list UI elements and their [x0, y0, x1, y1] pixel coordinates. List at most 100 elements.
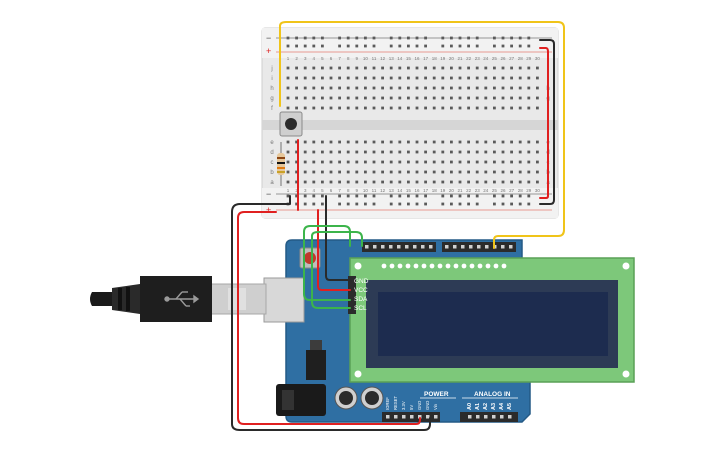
rail-hole[interactable]	[450, 202, 453, 206]
breadboard-hole[interactable]	[381, 160, 384, 164]
breadboard-hole[interactable]	[329, 180, 333, 184]
breadboard-hole[interactable]	[381, 180, 384, 184]
header-pin[interactable]	[410, 415, 414, 419]
breadboard-hole[interactable]	[389, 86, 393, 90]
rail-hole[interactable]	[467, 194, 470, 198]
breadboard-hole[interactable]	[389, 150, 393, 154]
breadboard-hole[interactable]	[493, 150, 496, 154]
breadboard-hole[interactable]	[493, 96, 496, 100]
breadboard-hole[interactable]	[346, 66, 350, 70]
header-pin[interactable]	[405, 245, 409, 249]
breadboard-hole[interactable]	[518, 160, 522, 164]
breadboard-hole[interactable]	[432, 96, 436, 100]
breadboard-hole[interactable]	[510, 66, 513, 70]
breadboard-hole[interactable]	[398, 106, 402, 110]
rail-hole[interactable]	[493, 194, 496, 198]
breadboard-hole[interactable]	[450, 106, 453, 110]
rail-hole[interactable]	[501, 44, 505, 48]
rail-hole[interactable]	[355, 202, 359, 206]
rail-hole[interactable]	[389, 44, 393, 48]
breadboard-hole[interactable]	[398, 86, 402, 90]
breadboard-hole[interactable]	[355, 140, 359, 144]
rail-hole[interactable]	[510, 44, 513, 48]
breadboard-hole[interactable]	[389, 96, 393, 100]
rail-hole[interactable]	[510, 202, 513, 206]
breadboard-hole[interactable]	[389, 66, 393, 70]
rail-hole[interactable]	[338, 202, 341, 206]
breadboard-hole[interactable]	[424, 160, 427, 164]
breadboard-hole[interactable]	[398, 150, 402, 154]
breadboard-hole[interactable]	[415, 86, 419, 90]
breadboard-hole[interactable]	[458, 170, 462, 174]
breadboard-hole[interactable]	[372, 96, 376, 100]
breadboard-hole[interactable]	[467, 150, 470, 154]
rail-hole[interactable]	[346, 44, 350, 48]
breadboard-hole[interactable]	[295, 86, 298, 90]
breadboard-hole[interactable]	[389, 160, 393, 164]
breadboard-hole[interactable]	[407, 160, 410, 164]
header-pin[interactable]	[418, 415, 422, 419]
breadboard-hole[interactable]	[398, 170, 402, 174]
breadboard-hole[interactable]	[458, 106, 462, 110]
rail-hole[interactable]	[312, 202, 316, 206]
breadboard-hole[interactable]	[381, 66, 384, 70]
breadboard-hole[interactable]	[329, 160, 333, 164]
breadboard-hole[interactable]	[381, 106, 384, 110]
wire-black-rail-right[interactable]	[539, 39, 555, 205]
breadboard-hole[interactable]	[484, 170, 488, 174]
breadboard-hole[interactable]	[415, 160, 419, 164]
rail-hole[interactable]	[372, 202, 376, 206]
breadboard-hole[interactable]	[407, 150, 410, 154]
breadboard-hole[interactable]	[407, 66, 410, 70]
header-pin[interactable]	[476, 415, 480, 419]
breadboard-hole[interactable]	[536, 180, 539, 184]
wire-black-gnd[interactable]	[231, 195, 431, 431]
breadboard-hole[interactable]	[484, 96, 488, 100]
breadboard-hole[interactable]	[338, 66, 341, 70]
breadboard-hole[interactable]	[389, 76, 393, 80]
breadboard-hole[interactable]	[501, 140, 505, 144]
breadboard-hole[interactable]	[381, 96, 384, 100]
breadboard-hole[interactable]	[407, 140, 410, 144]
breadboard-hole[interactable]	[312, 76, 316, 80]
rail-hole[interactable]	[312, 194, 316, 198]
rail-hole[interactable]	[295, 44, 298, 48]
rail-hole[interactable]	[518, 202, 522, 206]
breadboard-hole[interactable]	[493, 160, 496, 164]
breadboard-hole[interactable]	[450, 160, 453, 164]
breadboard-hole[interactable]	[346, 76, 350, 80]
rail-hole[interactable]	[321, 44, 324, 48]
breadboard-hole[interactable]	[329, 86, 333, 90]
breadboard-hole[interactable]	[364, 76, 367, 80]
rail-hole[interactable]	[458, 36, 462, 40]
breadboard-hole[interactable]	[381, 76, 384, 80]
lcd-module[interactable]	[349, 257, 635, 383]
breadboard-hole[interactable]	[286, 150, 290, 154]
breadboard-hole[interactable]	[346, 96, 350, 100]
rail-hole[interactable]	[493, 44, 496, 48]
breadboard-hole[interactable]	[493, 86, 496, 90]
breadboard-hole[interactable]	[338, 160, 341, 164]
breadboard-hole[interactable]	[381, 170, 384, 174]
rail-hole[interactable]	[321, 202, 324, 206]
breadboard-hole[interactable]	[346, 150, 350, 154]
breadboard-hole[interactable]	[527, 106, 531, 110]
breadboard-hole[interactable]	[510, 160, 513, 164]
breadboard-hole[interactable]	[518, 76, 522, 80]
header-pin[interactable]	[381, 245, 385, 249]
breadboard-hole[interactable]	[510, 86, 513, 90]
rail-hole[interactable]	[458, 194, 462, 198]
breadboard-hole[interactable]	[407, 180, 410, 184]
breadboard-hole[interactable]	[355, 76, 359, 80]
rail-hole[interactable]	[286, 194, 290, 198]
breadboard-hole[interactable]	[303, 150, 307, 154]
breadboard-hole[interactable]	[303, 160, 307, 164]
rail-hole[interactable]	[527, 194, 531, 198]
rail-hole[interactable]	[441, 44, 445, 48]
breadboard-hole[interactable]	[338, 86, 341, 90]
breadboard-hole[interactable]	[312, 160, 316, 164]
breadboard-hole[interactable]	[372, 180, 376, 184]
breadboard-hole[interactable]	[518, 140, 522, 144]
breadboard-hole[interactable]	[467, 140, 470, 144]
breadboard-hole[interactable]	[329, 96, 333, 100]
